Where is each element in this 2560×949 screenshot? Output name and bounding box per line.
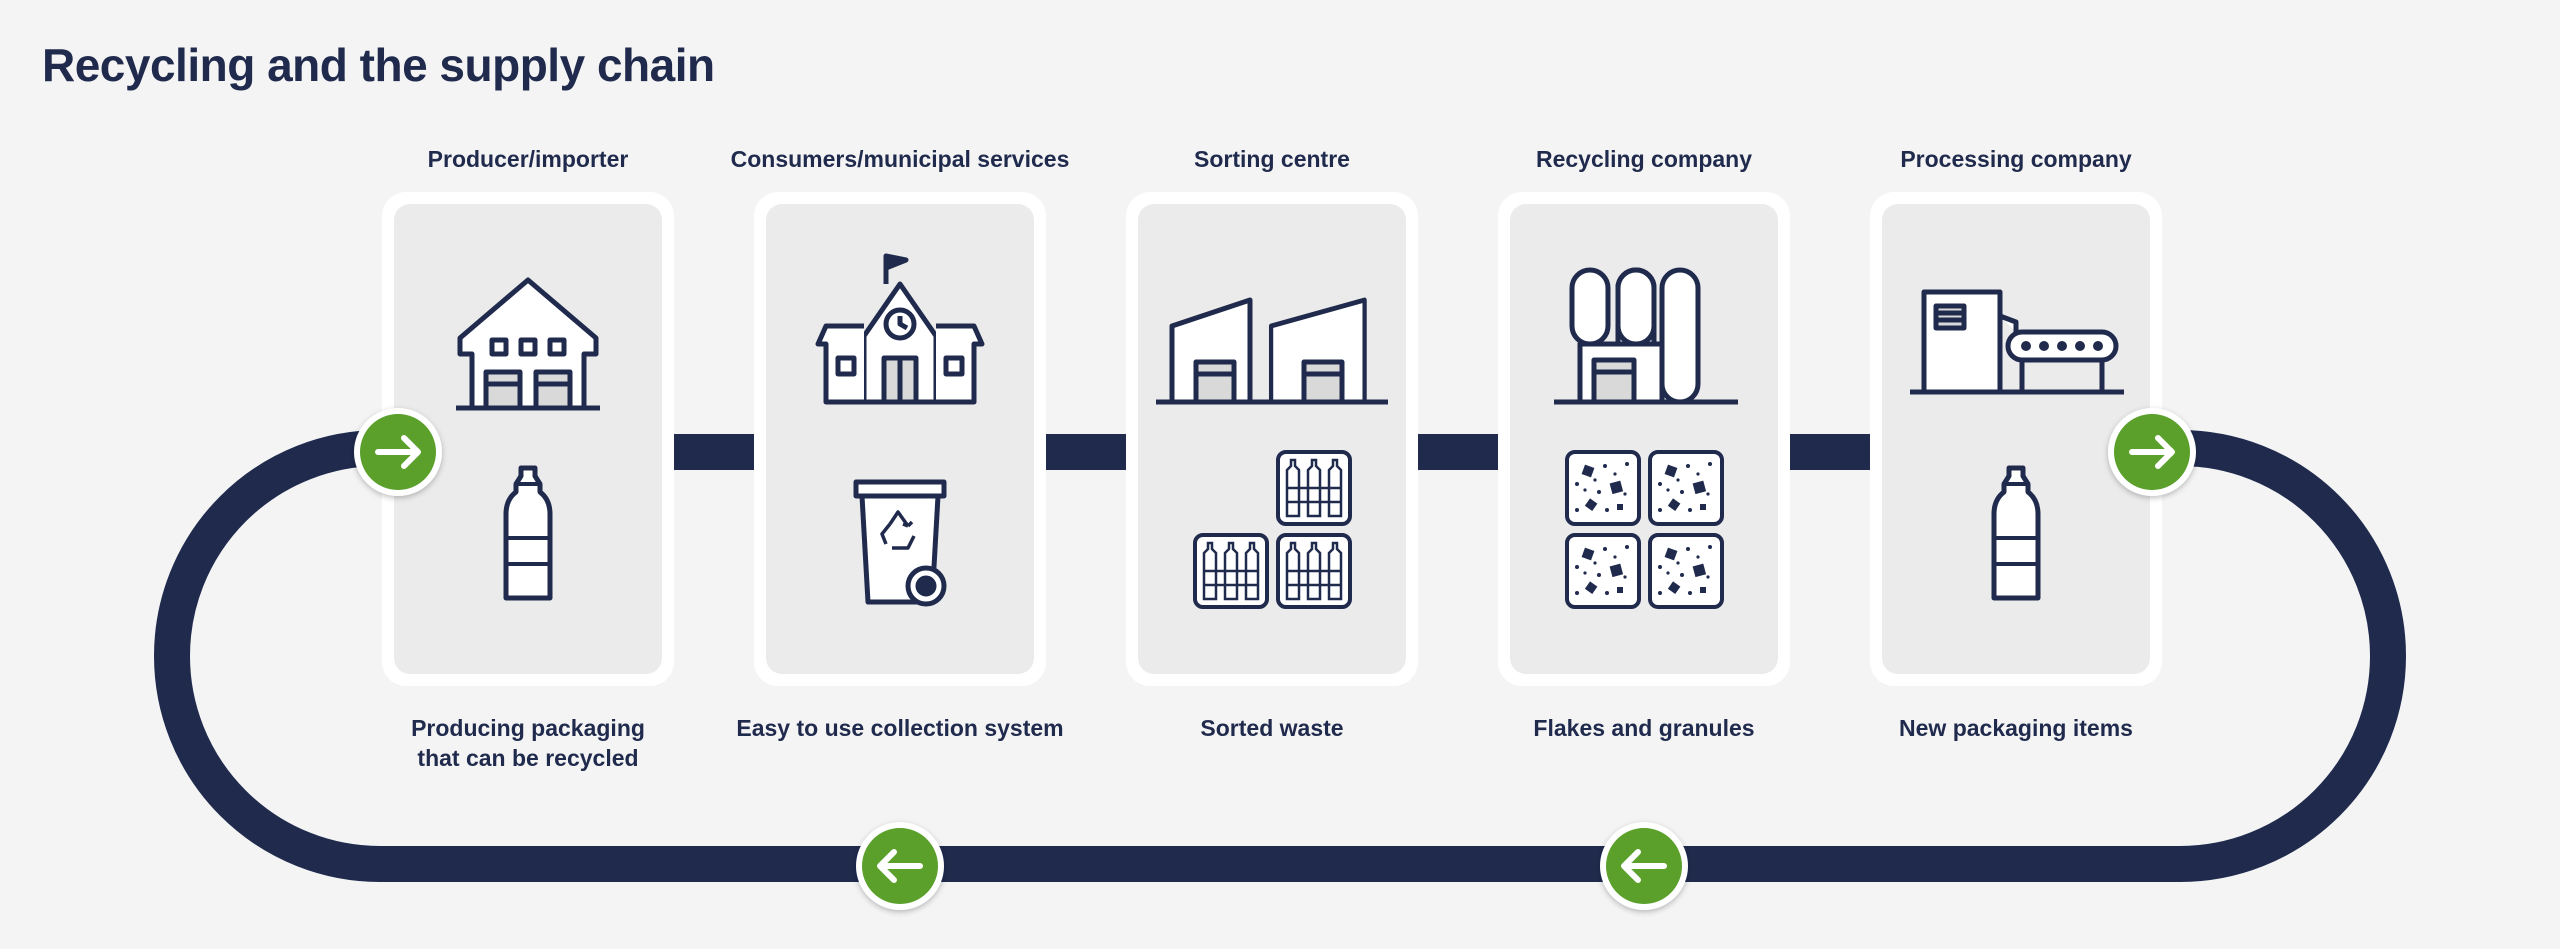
warehouse-icon (456, 277, 600, 411)
stage-card-panel (394, 204, 662, 674)
stage-connectors (670, 434, 1876, 470)
stage-card-panel (1138, 204, 1406, 674)
arrow-left-icon (1600, 822, 1688, 910)
stage-card-panel (1882, 204, 2150, 674)
stage-caption: Flakes and granules (1533, 715, 1755, 741)
return-loop-track (154, 430, 2406, 882)
stage-title: Recycling company (1535, 146, 1753, 172)
sorting-sheds-icon (1156, 297, 1388, 405)
arrow-right-icon (354, 408, 442, 496)
conveyor-machine-icon (1910, 289, 2124, 395)
stage-caption: Producing packaging that can be recycled (411, 715, 645, 771)
school-building-icon (815, 253, 985, 405)
stage-title: Consumers/municipal services (730, 146, 1070, 172)
stage-caption: Easy to use collection system (736, 715, 1064, 741)
stage-caption: Sorted waste (1200, 715, 1344, 741)
stage-card-panel (766, 204, 1034, 674)
stage-title: Processing company (1900, 146, 2132, 172)
stage-title: Producer/importer (427, 146, 629, 172)
stage-caption: New packaging items (1899, 715, 2133, 741)
arrow-left-icon (856, 822, 944, 910)
arrow-right-icon (2108, 408, 2196, 496)
recycling-bin-icon (853, 479, 947, 607)
silo-factory-icon (1554, 267, 1738, 405)
page-title: Recycling and the supply chain (42, 39, 715, 91)
stage-title: Sorting centre (1194, 146, 1350, 172)
